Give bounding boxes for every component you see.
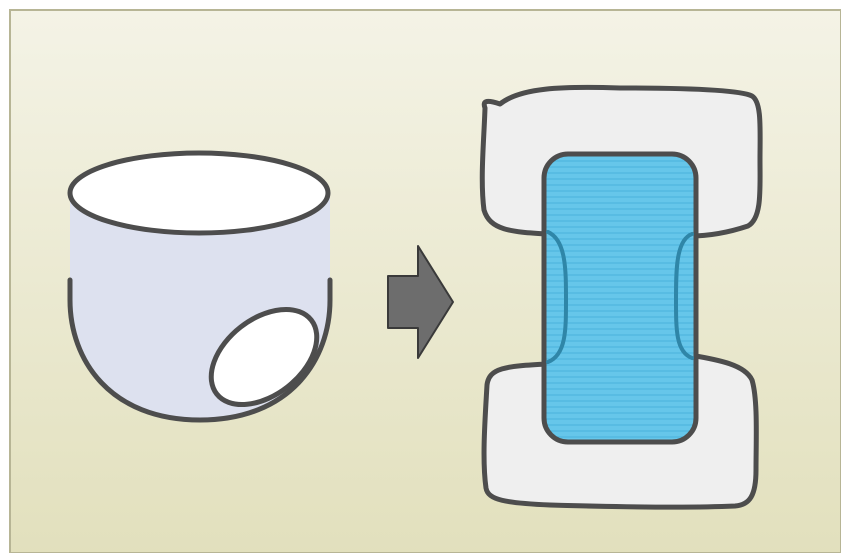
pants-waist-opening: [70, 153, 328, 233]
pull-up-pants-diaper-icon: [70, 153, 335, 424]
